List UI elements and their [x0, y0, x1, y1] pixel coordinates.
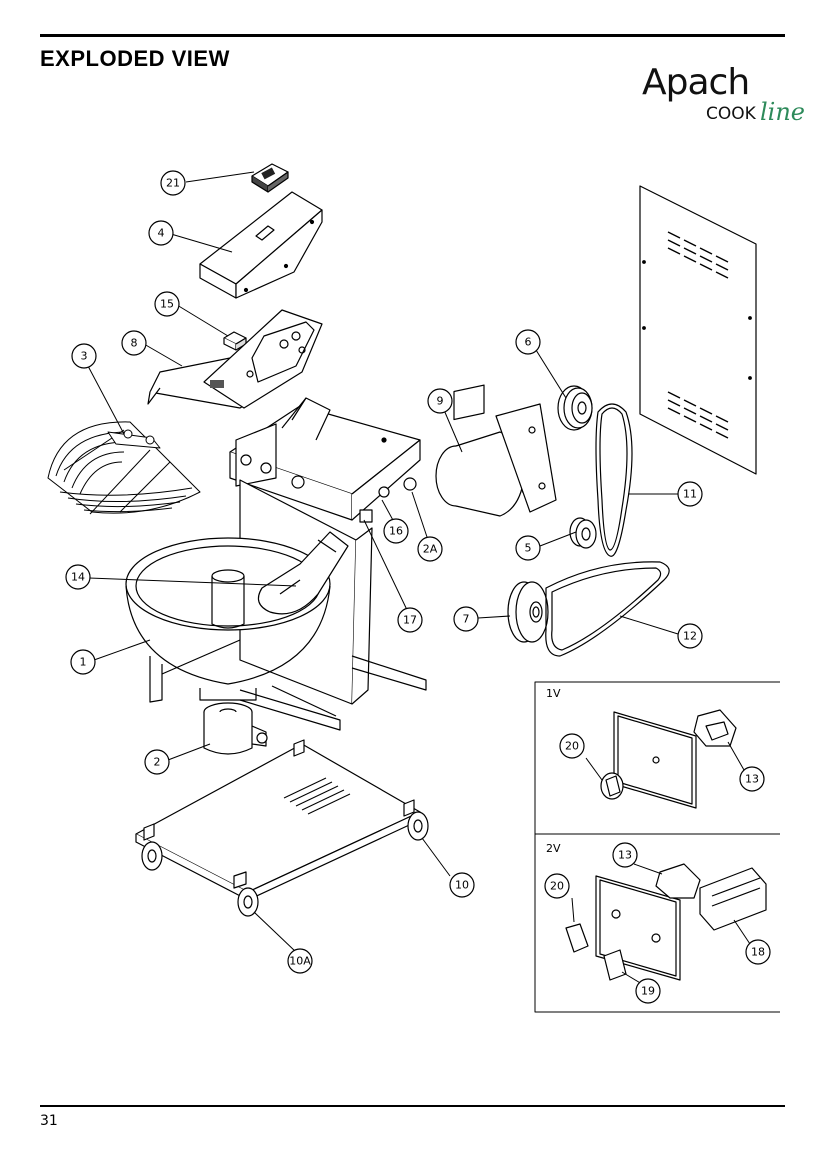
logo-brand-text: Apach: [642, 62, 750, 103]
part-11-belt: [595, 403, 633, 557]
part-7-pulley: [507, 581, 549, 643]
part-15-small-block: [223, 331, 247, 351]
callout-17: 17: [403, 614, 417, 627]
panel-1v-label: 1V: [546, 687, 561, 700]
logo-sub-text: COOK: [706, 104, 756, 124]
callout-3: 3: [81, 350, 88, 363]
callout-9: 9: [437, 395, 444, 408]
callout-10a: 10A: [289, 955, 311, 968]
part-4-top-cover: [199, 191, 323, 299]
callout-2: 2: [154, 756, 161, 769]
callout-circles: [65, 170, 703, 974]
rear-panel: [639, 185, 757, 475]
leader-lines: [87, 171, 679, 953]
part-3-bowl-guard: [47, 421, 201, 515]
callout-11: 11: [683, 488, 697, 501]
callout-1: 1: [80, 656, 87, 669]
footer-rule: [40, 1105, 785, 1107]
callout-8: 8: [131, 337, 138, 350]
part-8-bracket: [147, 309, 323, 409]
panel-2v-callout-19: 19: [641, 985, 655, 998]
panel-2v-callout-18: 18: [751, 946, 765, 959]
part-6-pulley: [557, 385, 593, 431]
part-12-belt: [545, 561, 670, 657]
panel-2v-callout-13: 13: [618, 849, 632, 862]
callout-7: 7: [463, 613, 470, 626]
inset-panel-1v: 1V 20 13: [534, 681, 780, 835]
callout-14: 14: [71, 571, 85, 584]
logo-script-text: line: [760, 98, 806, 126]
panel-2v-label: 2V: [546, 842, 561, 855]
inset-panel-2v: 2V 13 20 18 19: [534, 834, 780, 1013]
apach-cook-line-logo: Apach COOK line: [640, 62, 805, 132]
callout-21: 21: [166, 177, 180, 190]
page-number: 31: [40, 1113, 58, 1129]
header-rule: [40, 34, 785, 37]
part-21-switch: [251, 163, 289, 193]
panel-2v-callout-20: 20: [550, 880, 564, 893]
page-title: EXPLODED VIEW: [40, 46, 230, 71]
callout-10: 10: [455, 879, 469, 892]
part-10-base-plate: [135, 739, 429, 917]
callout-5: 5: [525, 542, 532, 555]
callout-16: 16: [389, 525, 403, 538]
panel-1v-callout-13: 13: [745, 773, 759, 786]
part-14-hook: [257, 531, 349, 615]
part-2-gearbox: [203, 702, 268, 755]
panel-1v-callout-20: 20: [565, 740, 579, 753]
callout-6: 6: [525, 336, 532, 349]
callout-12: 12: [683, 630, 697, 643]
part-5-pulley: [569, 517, 597, 549]
callout-2a: 2A: [423, 543, 438, 556]
part-9-motor: [435, 384, 557, 517]
callout-4: 4: [158, 227, 165, 240]
callout-15: 15: [160, 298, 174, 311]
